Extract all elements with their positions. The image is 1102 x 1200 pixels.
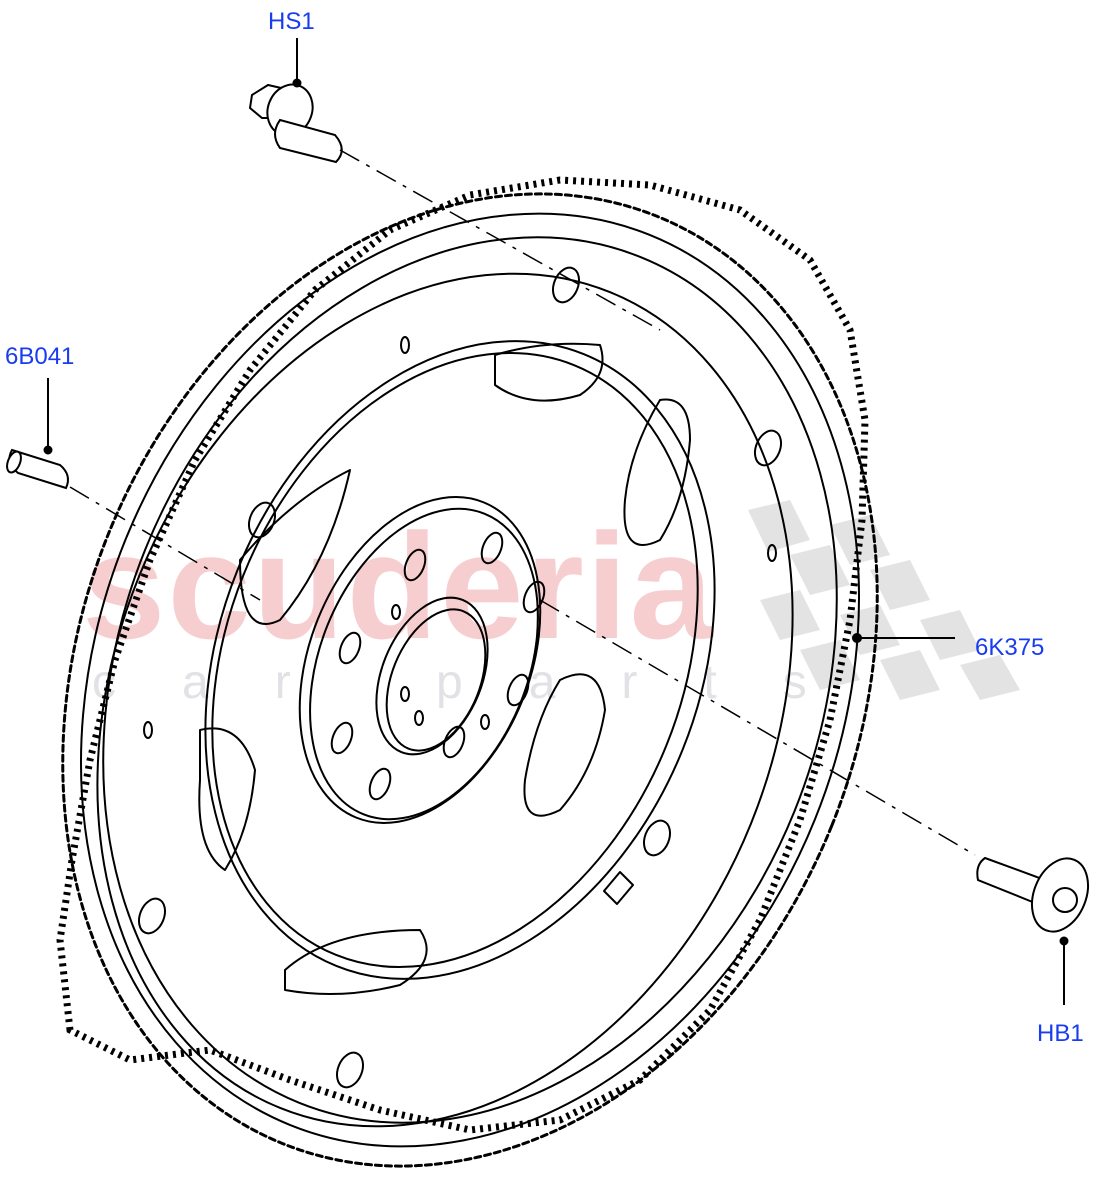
center-bore [375, 596, 489, 756]
plate-inner-ring [204, 340, 716, 980]
hub-bolt-holes [330, 531, 546, 801]
callout-6b041[interactable]: 6B041 [5, 343, 75, 370]
timing-mark [603, 871, 634, 905]
callout-hb1[interactable]: HB1 [1037, 1020, 1084, 1047]
lightening-cutouts [198, 342, 691, 995]
ring-gear [61, 192, 879, 1168]
callout-6k375[interactable]: 6K375 [975, 634, 1045, 661]
callout-hs1[interactable]: HS1 [268, 8, 315, 35]
plate-mount-holes [137, 266, 783, 1089]
gear-teeth [56, 176, 869, 1134]
assembly-centerlines [69, 149, 976, 856]
6k375-leader [852, 633, 955, 643]
hb1-bolt-drawing [976, 856, 1089, 1005]
6b041-dowel-drawing [6, 378, 69, 490]
hs1-bolt-drawing [248, 38, 343, 164]
hub-flange [298, 496, 542, 824]
